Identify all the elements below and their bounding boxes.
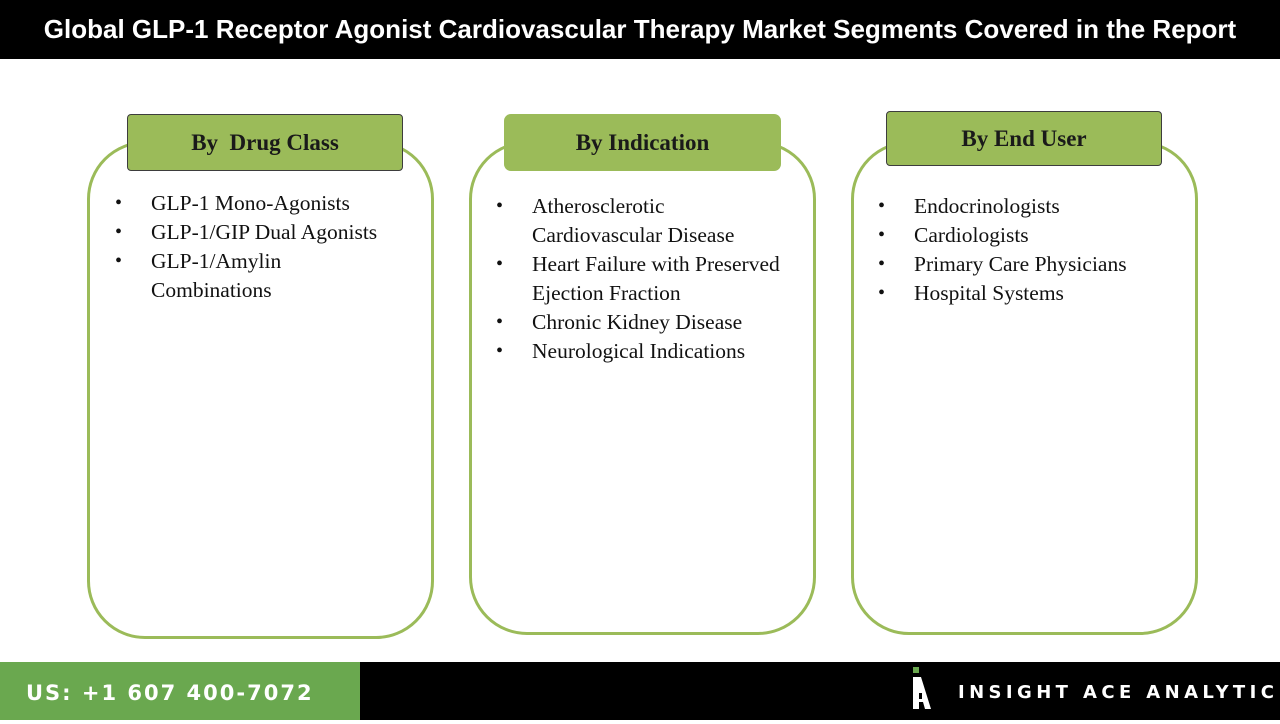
list-item: Endocrinologists xyxy=(878,192,1188,221)
list-item: Chronic Kidney Disease xyxy=(496,308,796,337)
footer-brand-bar: INSIGHT ACE ANALYTIC xyxy=(360,662,1280,720)
segment-list-drug-class: GLP-1 Mono-Agonists GLP-1/GIP Dual Agoni… xyxy=(115,189,405,305)
brand-name: INSIGHT ACE ANALYTIC xyxy=(958,682,1279,703)
list-item: Atherosclerotic Cardiovascular Disease xyxy=(496,192,796,250)
segment-header-indication: By Indication xyxy=(504,114,781,171)
list-item: GLP-1/GIP Dual Agonists xyxy=(115,218,405,247)
list-item: Hospital Systems xyxy=(878,279,1188,308)
segment-list-end-user: Endocrinologists Cardiologists Primary C… xyxy=(878,192,1188,308)
segment-header-end-user: By End User xyxy=(886,111,1162,166)
list-item: GLP-1 Mono-Agonists xyxy=(115,189,405,218)
list-item: GLP-1/Amylin Combinations xyxy=(115,247,405,305)
list-item: Heart Failure with Preserved Ejection Fr… xyxy=(496,250,796,308)
page-title: Global GLP-1 Receptor Agonist Cardiovasc… xyxy=(0,0,1280,59)
phone-contact: US: +1 607 400-7072 xyxy=(0,662,360,720)
segment-list-indication: Atherosclerotic Cardiovascular Disease H… xyxy=(496,192,796,366)
list-item: Neurological Indications xyxy=(496,337,796,366)
segment-header-drug-class: By Drug Class xyxy=(127,114,403,171)
list-item: Primary Care Physicians xyxy=(878,250,1188,279)
insight-ace-logo-icon xyxy=(910,665,936,711)
list-item: Cardiologists xyxy=(878,221,1188,250)
